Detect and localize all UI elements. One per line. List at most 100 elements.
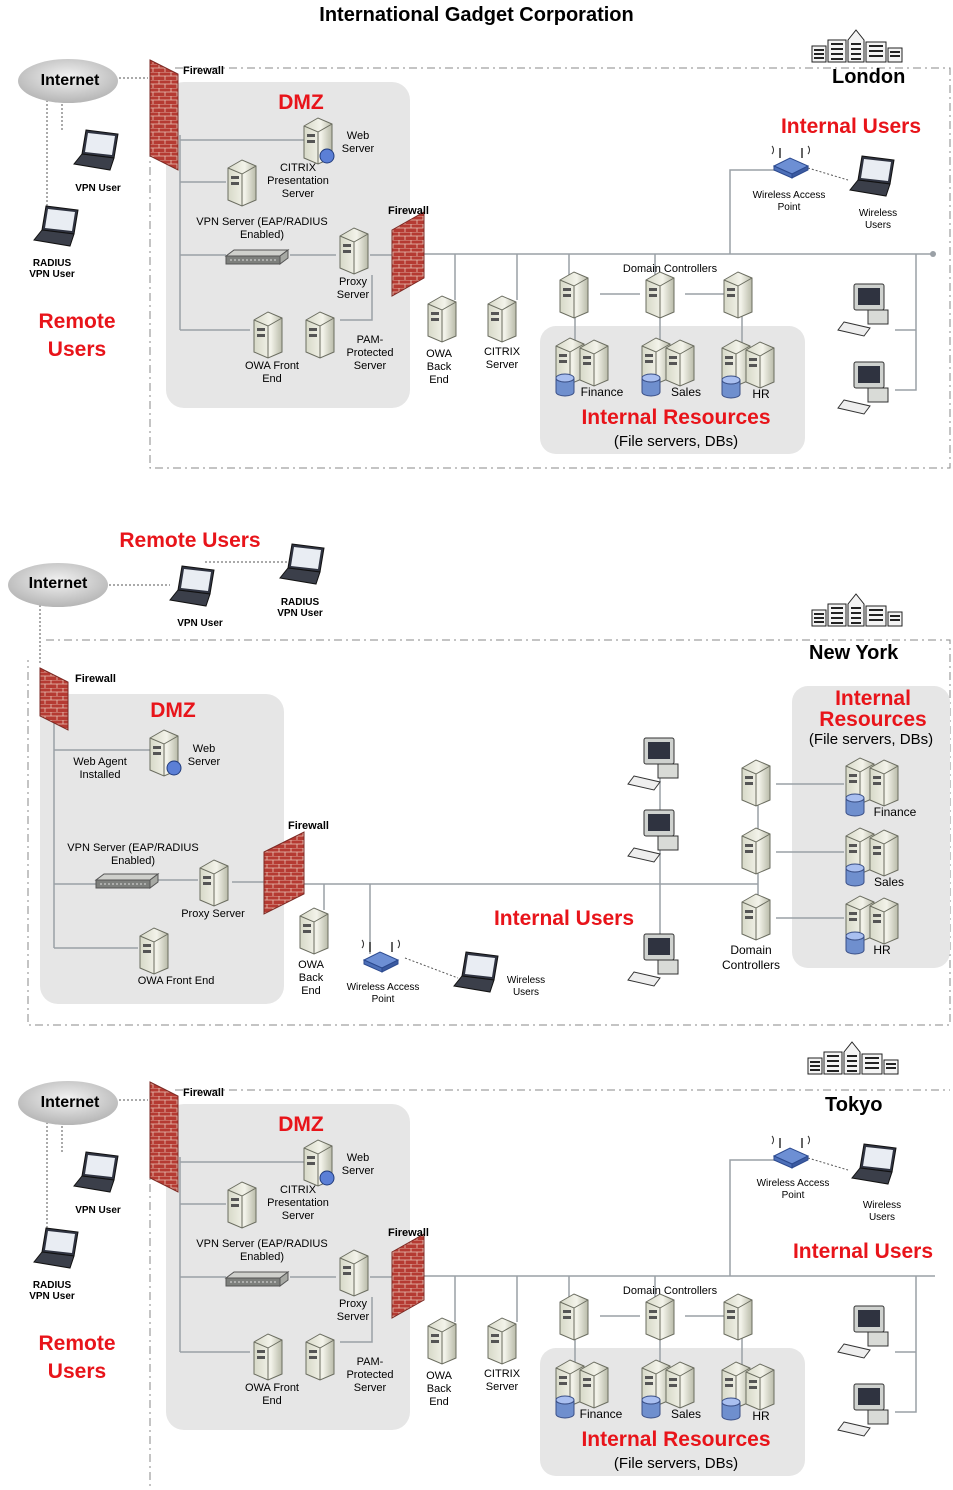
tokyo-outer-firewall-label: Firewall <box>183 1087 224 1099</box>
london-vpn-server-label: VPN Server (EAP/RADIUS Enabled) <box>196 216 328 241</box>
tokyo-radius-user-label: RADIUS VPN User <box>29 1280 75 1302</box>
tokyo-dmz-zone <box>166 1104 410 1430</box>
london-internal-resources-label: Internal Resources <box>581 406 771 429</box>
london-citrix-presentation-label: CITRIX Presentation Server <box>267 162 329 200</box>
tokyo-dc1-icon <box>559 1293 589 1341</box>
newyork-internal-resources-label: Internal Resources <box>819 687 927 731</box>
london-remote-users-label: Remote Users <box>38 310 116 361</box>
london-internal-users-label: Internal Users <box>780 115 922 138</box>
london-domain-controllers-label: Domain Controllers <box>622 263 718 275</box>
london-dmz-label: DMZ <box>278 91 324 114</box>
tokyo-desktop2-icon <box>837 1383 889 1437</box>
newyork-inner-firewall-icon <box>263 831 305 915</box>
newyork-dmz-label: DMZ <box>150 699 196 722</box>
london-vpn-user-label: VPN User <box>75 183 121 194</box>
newyork-web-server-label: Web Server <box>187 743 221 768</box>
london-site <box>18 29 951 469</box>
newyork-dmz-zone <box>40 694 284 1004</box>
tokyo-sales-label: Sales <box>670 1407 702 1421</box>
tokyo-vpn-server-label: VPN Server (EAP/RADIUS Enabled) <box>196 1238 328 1263</box>
diagram-title: International Gadget Corporation <box>319 4 634 26</box>
newyork-owa-front-label: OWA Front End <box>137 975 215 987</box>
london-dc2-icon <box>645 271 675 319</box>
newyork-inner-firewall-label: Firewall <box>288 820 329 832</box>
london-dc3-icon <box>723 271 753 319</box>
london-wireless-ap-label: Wireless Access Point <box>752 190 826 213</box>
london-outer-firewall-icon <box>149 59 179 171</box>
london-owa-front-label: OWA Front End <box>245 360 299 385</box>
newyork-internet-links <box>105 561 292 586</box>
newyork-owa-front-icon <box>139 927 169 975</box>
tokyo-finance-label: Finance <box>579 1407 623 1421</box>
newyork-site <box>8 543 951 1026</box>
london-connections <box>179 135 935 391</box>
tokyo-domain-controllers-label: Domain Controllers <box>622 1285 718 1297</box>
london-radius-user-icon <box>33 205 79 247</box>
tokyo-site <box>18 1041 950 1490</box>
newyork-desktop1-icon <box>627 737 679 791</box>
london-finance-label: Finance <box>580 385 624 399</box>
newyork-internal-users-label: Internal Users <box>493 907 635 930</box>
london-building-icon <box>811 29 903 63</box>
tokyo-inner-firewall-label: Firewall <box>388 1227 429 1239</box>
tokyo-citrix-presentation-icon <box>227 1181 257 1229</box>
tokyo-boundary <box>149 1089 950 1490</box>
tokyo-vpn-user-label: VPN User <box>75 1205 121 1216</box>
tokyo-owa-back-icon <box>427 1317 457 1365</box>
newyork-vpn-user-label: VPN User <box>177 618 223 629</box>
newyork-owa-back-label: OWA Back End <box>298 959 324 997</box>
newyork-radius-user-label: RADIUS VPN User <box>277 597 323 619</box>
london-vpn-switch-icon <box>225 249 289 265</box>
newyork-desktop3-icon <box>627 933 679 987</box>
tokyo-proxy-server-icon <box>339 1249 369 1297</box>
london-web-server-label: Web Server <box>341 130 375 155</box>
london-desktop1-icon <box>837 283 889 337</box>
newyork-dc2-icon <box>741 827 771 875</box>
newyork-wireless-ap-label: Wireless Access Point <box>346 982 420 1005</box>
london-wireless-ap-icon <box>771 145 811 179</box>
newyork-internet-label: Internet <box>28 575 88 592</box>
tokyo-owa-front-label: OWA Front End <box>245 1382 299 1407</box>
tokyo-radius-user-icon <box>33 1227 79 1269</box>
london-proxy-server-icon <box>339 227 369 275</box>
tokyo-owa-back-label: OWA Back End <box>426 1370 452 1408</box>
tokyo-city-label: Tokyo <box>825 1094 883 1116</box>
newyork-city-label: New York <box>809 642 899 664</box>
london-desktop2-icon <box>837 361 889 415</box>
newyork-owa-back-icon <box>299 907 329 955</box>
tokyo-web-server-label: Web Server <box>341 1152 375 1177</box>
tokyo-citrix-server-icon <box>487 1317 517 1365</box>
tokyo-internal-resources-sub: (File servers, DBs) <box>613 1455 739 1472</box>
tokyo-vpn-switch-icon <box>225 1271 289 1287</box>
london-internet-label: Internet <box>40 72 100 89</box>
london-owa-front-icon <box>253 311 283 359</box>
tokyo-wireless-ap-icon <box>771 1135 811 1169</box>
tokyo-internet-label: Internet <box>40 1094 100 1111</box>
tokyo-desktop1-icon <box>837 1305 889 1359</box>
london-outer-firewall-label: Firewall <box>183 65 224 77</box>
tokyo-building-icon <box>807 1041 899 1075</box>
newyork-wireless-ap-icon <box>361 939 401 973</box>
newyork-internet-cloud <box>8 563 108 607</box>
newyork-remote-users-label: Remote Users <box>119 529 261 552</box>
newyork-dc1-icon <box>741 759 771 807</box>
newyork-outer-firewall-icon <box>39 667 69 731</box>
london-inner-firewall-icon <box>391 211 425 297</box>
london-owa-back-icon <box>427 295 457 343</box>
tokyo-inner-firewall-icon <box>391 1233 425 1319</box>
london-hr-label: HR <box>752 387 770 401</box>
newyork-proxy-server-label: Proxy Server <box>181 908 245 920</box>
tokyo-hr-label: HR <box>752 1409 770 1423</box>
london-citrix-server-icon <box>487 295 517 343</box>
london-internal-resources-sub: (File servers, DBs) <box>613 433 739 450</box>
london-sales-label: Sales <box>670 385 702 399</box>
tokyo-pam-server-label: PAM- Protected Server <box>346 1356 394 1394</box>
london-radius-user-label: RADIUS VPN User <box>29 258 75 280</box>
tokyo-citrix-server-label: CITRIX Server <box>483 1368 521 1393</box>
tokyo-wireless-ap-label: Wireless Access Point <box>756 1178 830 1201</box>
tokyo-internet-cloud <box>18 1081 118 1125</box>
london-citrix-server-label: CITRIX Server <box>483 346 521 371</box>
newyork-proxy-server-icon <box>199 859 229 907</box>
london-internet-cloud <box>18 59 118 103</box>
